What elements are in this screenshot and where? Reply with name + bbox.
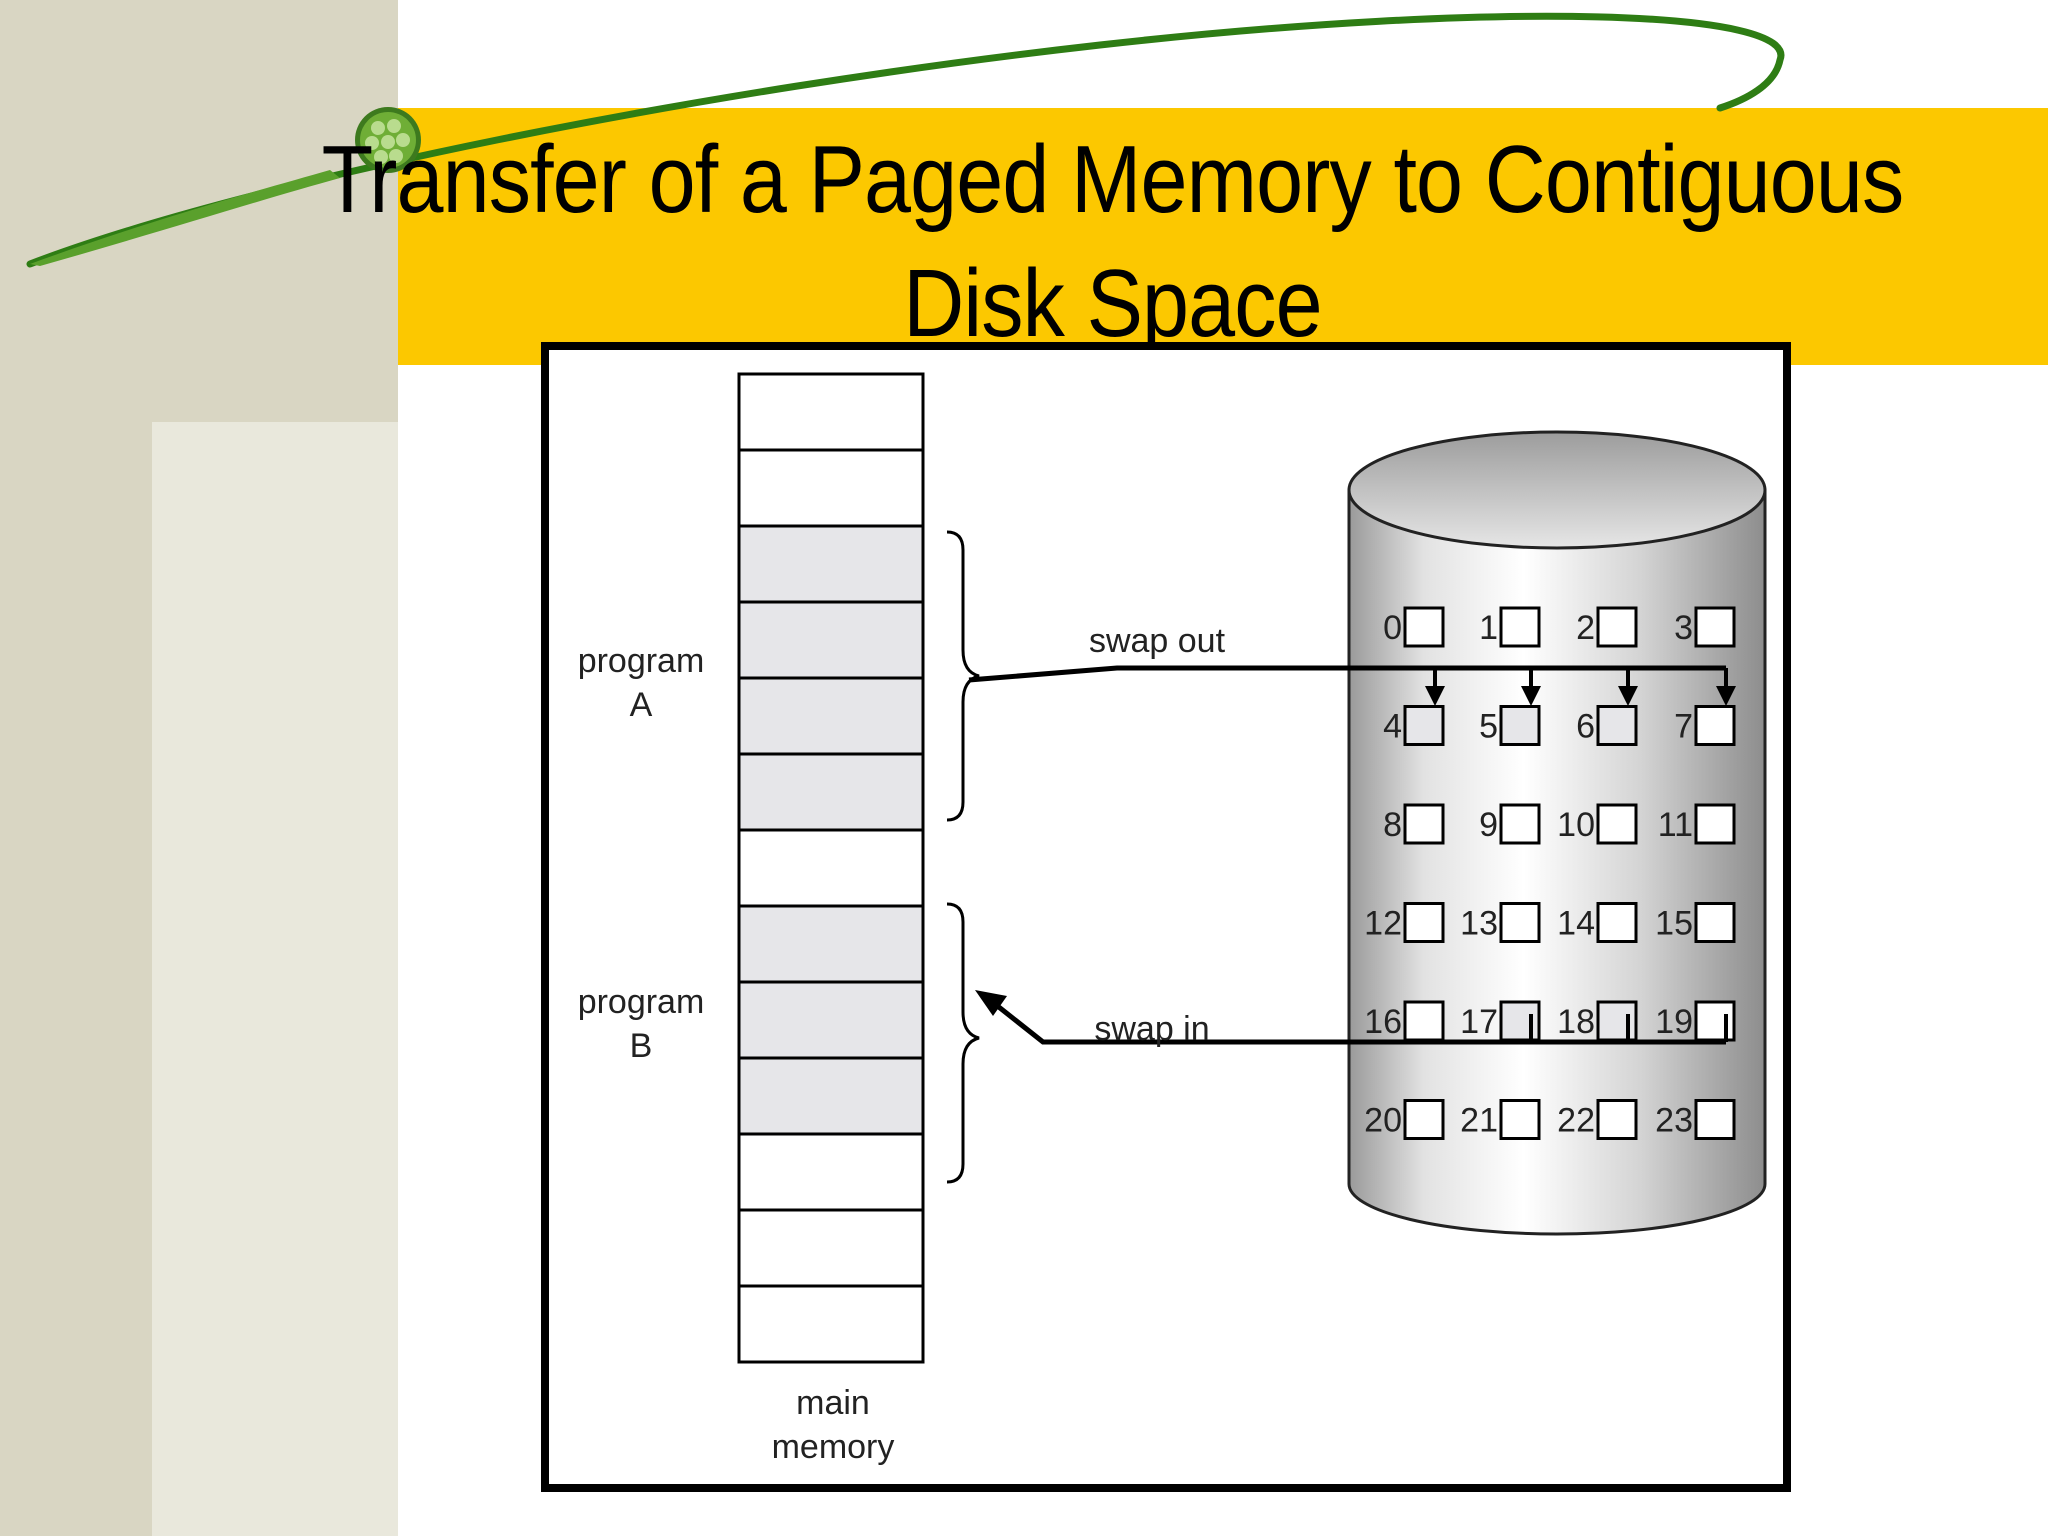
disk-block [1694, 1000, 1736, 1042]
disk-block [1596, 803, 1638, 845]
memory-label-line1: main [796, 1384, 870, 1422]
disk-block-number: 11 [1658, 806, 1693, 844]
slide-title: Transfer of a Paged Memory to Contiguous… [321, 126, 1905, 357]
memory-frame [737, 828, 925, 908]
disk-block-number: 14 [1557, 905, 1595, 943]
disk-block-number: 18 [1557, 1003, 1595, 1041]
program-b-label-line1: program [578, 983, 705, 1021]
disk-block-number: 13 [1460, 905, 1498, 943]
disk-block [1694, 902, 1736, 943]
title-band [398, 108, 2048, 365]
program-a-brace [946, 530, 980, 822]
program-a-label-line1: program [578, 642, 705, 680]
memory-frame [737, 676, 925, 756]
disk-block [1694, 705, 1736, 746]
disk-cylinder-body [1347, 488, 1767, 1236]
disk-block-number: 23 [1655, 1102, 1693, 1140]
disk-block-number: 22 [1557, 1102, 1595, 1140]
swap-in-arrow [975, 990, 1728, 1045]
disk-block-number: 15 [1655, 905, 1693, 943]
disk-block [1694, 606, 1736, 648]
program-b-brace [946, 902, 980, 1184]
disk-block [1499, 705, 1541, 746]
memory-frame [737, 1284, 925, 1364]
disk-block [1694, 803, 1736, 845]
disk-block [1403, 606, 1445, 648]
disk-block [1403, 803, 1445, 845]
disk-block [1694, 1099, 1736, 1140]
disk-block-number: 0 [1383, 609, 1402, 647]
disk-block [1596, 1000, 1638, 1042]
swoosh-decoration [26, 12, 1785, 268]
memory-frame [737, 1132, 925, 1212]
memory-label-line2: memory [772, 1428, 895, 1466]
swap-out-label: swap out [1089, 622, 1226, 660]
memory-frame [737, 448, 925, 528]
memory-frame [737, 600, 925, 680]
disk-block-number: 12 [1364, 905, 1402, 943]
disk-block-number: 2 [1576, 609, 1595, 647]
memory-frame [737, 904, 925, 984]
disk-block-number: 10 [1557, 806, 1595, 844]
program-b-label-line2: B [630, 1027, 653, 1065]
disk-block-number: 5 [1479, 708, 1498, 746]
disk-block [1403, 705, 1445, 746]
disk-block [1596, 902, 1638, 943]
memory-frame [737, 372, 925, 452]
disk-block-number: 7 [1674, 708, 1693, 746]
disk-block [1499, 1099, 1541, 1140]
swap-out-arrow [968, 665, 1736, 706]
disk-block [1403, 1099, 1445, 1140]
memory-frame [737, 1208, 925, 1288]
disk-block-number: 17 [1460, 1003, 1498, 1041]
disk-block [1499, 1000, 1541, 1042]
main-memory-column [737, 372, 925, 1364]
swoosh-tail [30, 170, 340, 266]
disk-block [1596, 1099, 1638, 1140]
green-orb-icon [355, 107, 421, 173]
disk-block [1499, 902, 1541, 943]
disk-block-number: 20 [1364, 1102, 1402, 1140]
disk-block-number: 9 [1479, 806, 1498, 844]
swap-in-label: swap in [1094, 1010, 1209, 1048]
disk-block-number: 4 [1383, 708, 1402, 746]
disk-block-number: 21 [1460, 1102, 1498, 1140]
disk-block [1596, 606, 1638, 648]
memory-frame [737, 1056, 925, 1136]
disk-block [1499, 803, 1541, 845]
disk-block [1403, 902, 1445, 943]
swoosh-curve [26, 12, 1785, 268]
disk-block [1403, 1000, 1445, 1042]
disk-block [1499, 606, 1541, 648]
disk-block [1596, 705, 1638, 746]
memory-frame [737, 524, 925, 604]
disk-block-number: 3 [1674, 609, 1693, 647]
disk-block-number: 8 [1383, 806, 1402, 844]
disk-block-number: 6 [1576, 708, 1595, 746]
disk-block-number: 19 [1655, 1003, 1693, 1041]
memory-frame [737, 752, 925, 832]
memory-frame [737, 980, 925, 1060]
left-inner-band [152, 422, 398, 1536]
program-a-label-line2: A [630, 686, 653, 724]
disk-block-number: 16 [1364, 1003, 1402, 1041]
disk-cylinder-top [1347, 430, 1767, 550]
disk-block-number: 1 [1479, 609, 1498, 647]
